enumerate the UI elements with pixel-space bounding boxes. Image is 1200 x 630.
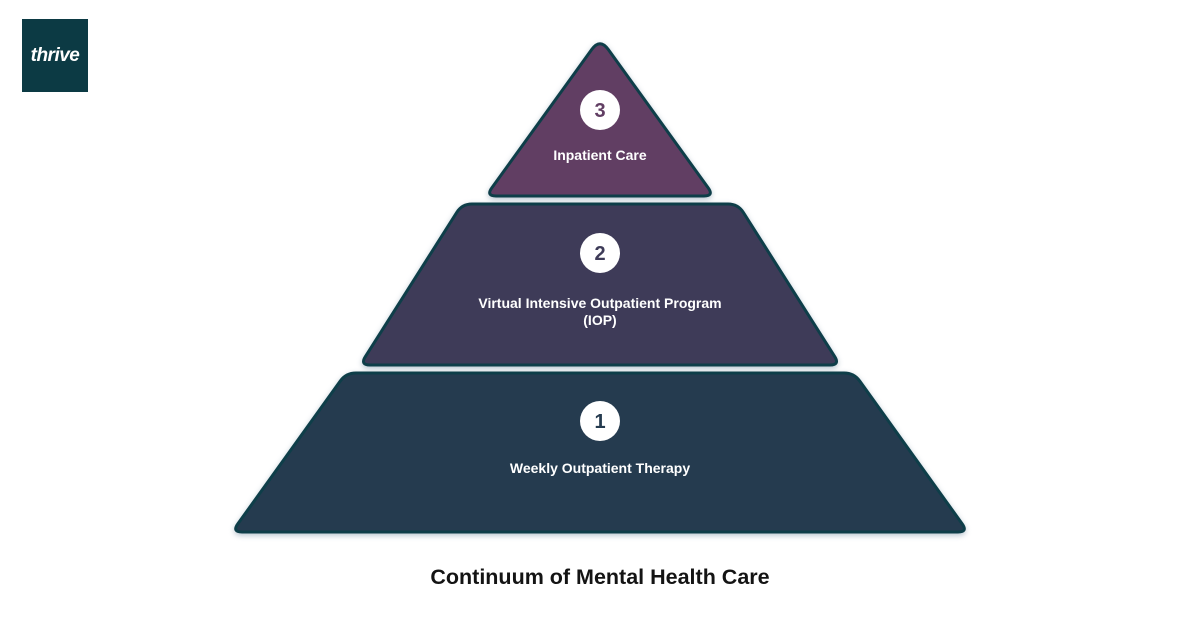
level-2-number: 2 <box>594 243 605 265</box>
level-3-number-badge <box>580 90 620 130</box>
level-3-label: Inpatient Care <box>553 147 647 163</box>
level-2-number-badge <box>580 233 620 273</box>
level-2-label-line2: (IOP) <box>583 312 616 328</box>
pyramid-level-1-shape <box>234 371 966 534</box>
level-1-number: 1 <box>594 411 605 433</box>
level-2-label-line1: Virtual Intensive Outpatient Program <box>478 295 721 311</box>
pyramid-level-2-shape <box>362 202 839 367</box>
thrive-logo-text: thrive <box>30 44 80 66</box>
diagram-title: Continuum of Mental Health Care <box>430 565 770 589</box>
level-1-number-badge <box>580 401 620 441</box>
level-1-label: Weekly Outpatient Therapy <box>510 460 690 476</box>
level-3-number: 3 <box>594 100 605 122</box>
thrive-logo: thrive <box>22 19 88 92</box>
